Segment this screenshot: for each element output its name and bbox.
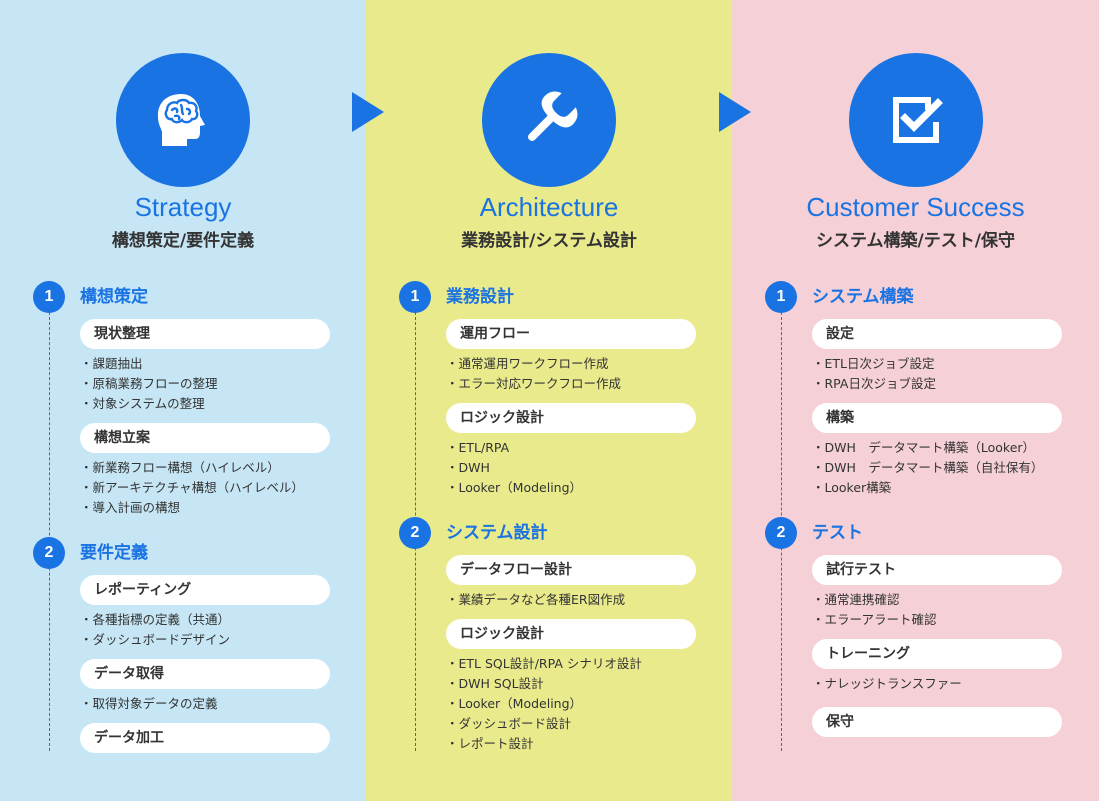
task-list: ・ETL/RPA ・DWH ・Looker（Modeling） bbox=[446, 438, 721, 498]
list-item: ・取得対象データの定義 bbox=[80, 696, 218, 711]
checkbox-icon bbox=[893, 97, 943, 143]
step-number-badge: 1 bbox=[33, 281, 65, 313]
list-item: ・通常連携確認 bbox=[812, 592, 900, 607]
list-item: ・ダッシュボード設計 bbox=[446, 716, 572, 731]
task-pill: 運用フロー bbox=[446, 319, 696, 349]
list-item: ・DWH SQL設計 bbox=[446, 676, 544, 691]
task-list: ・新業務フロー構想（ハイレベル） ・新アーキテクチャ構想（ハイレベル） ・導入計… bbox=[80, 458, 355, 518]
task-list: ・DWH データマート構築（Looker） ・DWH データマート構築（自社保有… bbox=[812, 438, 1087, 498]
list-item: ・各種指標の定義（共通） bbox=[80, 612, 231, 627]
task-pill: ロジック設計 bbox=[446, 619, 696, 649]
task-pill: 現状整理 bbox=[80, 319, 330, 349]
list-item: ・ETL日次ジョブ設定 bbox=[812, 356, 935, 371]
section-title: テスト bbox=[812, 523, 863, 543]
column-title: Customer Success bbox=[806, 192, 1025, 222]
task-list: ・各種指標の定義（共通） ・ダッシュボードデザイン bbox=[80, 610, 355, 650]
task-pill: データ取得 bbox=[80, 659, 330, 689]
task-pill: 構築 bbox=[812, 403, 1062, 433]
timeline-line bbox=[49, 297, 50, 751]
column-customer-success: Customer Success システム構築/テスト/保守 1 システム構築 … bbox=[732, 0, 1099, 801]
list-item: ・レポート設計 bbox=[446, 736, 534, 751]
list-item: ・Looker（Modeling） bbox=[446, 480, 583, 495]
task-list: ・通常連携確認 ・エラーアラート確認 bbox=[812, 590, 1087, 630]
task-list: ・取得対象データの定義 bbox=[80, 694, 355, 714]
task-list: ・ナレッジトランスファー bbox=[812, 674, 1087, 694]
list-item: ・新業務フロー構想（ハイレベル） bbox=[80, 460, 280, 475]
section-title: システム構築 bbox=[812, 287, 914, 307]
list-item: ・エラー対応ワークフロー作成 bbox=[446, 376, 622, 391]
column-subtitle: システム構築/テスト/保守 bbox=[816, 231, 1015, 251]
task-list: ・通常運用ワークフロー作成 ・エラー対応ワークフロー作成 bbox=[446, 354, 721, 394]
column-strategy: Strategy 構想策定/要件定義 1 構想策定 現状整理 ・課題抽出 ・原稿… bbox=[0, 0, 366, 801]
list-item: ・ETL SQL設計/RPA シナリオ設計 bbox=[446, 656, 642, 671]
task-pill: トレーニング bbox=[812, 639, 1062, 669]
list-item: ・エラーアラート確認 bbox=[812, 612, 937, 627]
list-item: ・対象システムの整理 bbox=[80, 396, 205, 411]
list-item: ・新アーキテクチャ構想（ハイレベル） bbox=[80, 480, 304, 495]
task-pill: レポーティング bbox=[80, 575, 330, 605]
flow-arrow-icon bbox=[352, 92, 384, 132]
section-title: 業務設計 bbox=[446, 287, 514, 307]
task-pill: ロジック設計 bbox=[446, 403, 696, 433]
list-item: ・原稿業務フローの整理 bbox=[80, 376, 218, 391]
task-pill: 構想立案 bbox=[80, 423, 330, 453]
task-list: ・ETL日次ジョブ設定 ・RPA日次ジョブ設定 bbox=[812, 354, 1087, 394]
head-brain-icon bbox=[157, 94, 205, 146]
strategy-icon-circle bbox=[116, 53, 250, 187]
list-item: ・Looker構築 bbox=[812, 480, 892, 495]
list-item: ・DWH データマート構築（自社保有） bbox=[812, 460, 1044, 475]
list-item: ・DWH データマート構築（Looker） bbox=[812, 440, 1036, 455]
architecture-icon-circle bbox=[482, 53, 616, 187]
task-list: ・ETL SQL設計/RPA シナリオ設計 ・DWH SQL設計 ・Looker… bbox=[446, 654, 721, 754]
section-title: システム設計 bbox=[446, 523, 548, 543]
task-pill: 試行テスト bbox=[812, 555, 1062, 585]
list-item: ・ETL/RPA bbox=[446, 440, 510, 455]
task-pill: データフロー設計 bbox=[446, 555, 696, 585]
column-subtitle: 業務設計/システム設計 bbox=[461, 231, 637, 251]
section-title: 構想策定 bbox=[80, 287, 148, 307]
task-list: ・課題抽出 ・原稿業務フローの整理 ・対象システムの整理 bbox=[80, 354, 355, 414]
step-number-badge: 1 bbox=[765, 281, 797, 313]
step-number-badge: 2 bbox=[399, 517, 431, 549]
step-number-badge: 2 bbox=[33, 537, 65, 569]
list-item: ・業績データなど各種ER図作成 bbox=[446, 592, 626, 607]
task-pill: データ加工 bbox=[80, 723, 330, 753]
customer-success-icon-circle bbox=[849, 53, 983, 187]
task-pill: 設定 bbox=[812, 319, 1062, 349]
list-item: ・通常運用ワークフロー作成 bbox=[446, 356, 609, 371]
step-number-badge: 2 bbox=[765, 517, 797, 549]
column-subtitle: 構想策定/要件定義 bbox=[111, 231, 255, 251]
wrench-icon bbox=[528, 91, 578, 141]
task-list: ・業績データなど各種ER図作成 bbox=[446, 590, 721, 610]
list-item: ・導入計画の構想 bbox=[80, 500, 181, 515]
task-pill: 保守 bbox=[812, 707, 1062, 737]
list-item: ・ダッシュボードデザイン bbox=[80, 632, 231, 647]
column-title: Architecture bbox=[479, 192, 619, 222]
flow-arrow-icon bbox=[719, 92, 751, 132]
column-title: Strategy bbox=[134, 192, 232, 222]
list-item: ・課題抽出 bbox=[80, 356, 143, 371]
step-number-badge: 1 bbox=[399, 281, 431, 313]
list-item: ・Looker（Modeling） bbox=[446, 696, 583, 711]
list-item: ・ナレッジトランスファー bbox=[812, 676, 962, 691]
list-item: ・DWH bbox=[446, 460, 490, 475]
list-item: ・RPA日次ジョブ設定 bbox=[812, 376, 936, 391]
section-title: 要件定義 bbox=[80, 543, 148, 563]
column-architecture: Architecture 業務設計/システム設計 1 業務設計 運用フロー ・通… bbox=[366, 0, 732, 801]
